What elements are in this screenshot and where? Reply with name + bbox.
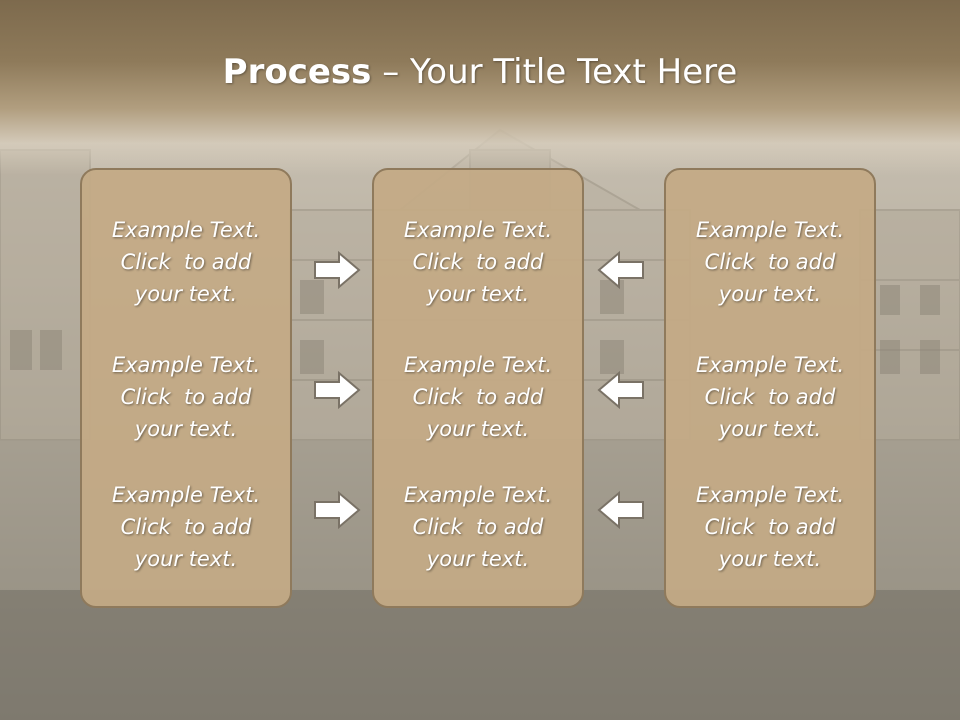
text-block[interactable]: Example Text. Click to add your text.	[374, 479, 582, 575]
text-line: your text.	[718, 417, 822, 441]
text-block[interactable]: Example Text. Click to add your text.	[666, 349, 874, 445]
text-line: Click to add	[704, 385, 836, 409]
text-line: Click to add	[120, 515, 252, 539]
arrow-left-icon	[597, 490, 644, 530]
text-line: Click to add	[120, 385, 252, 409]
text-block[interactable]: Example Text. Click to add your text.	[82, 349, 290, 445]
panel-left: Example Text. Click to add your text. Ex…	[80, 168, 292, 608]
title-text: Your Title Text Here	[410, 52, 738, 92]
text-line: your text.	[718, 282, 822, 306]
text-block[interactable]: Example Text. Click to add your text.	[666, 479, 874, 575]
text-block[interactable]: Example Text. Click to add your text.	[82, 479, 290, 575]
text-line: your text.	[134, 547, 238, 571]
text-line: Example Text.	[695, 218, 845, 242]
text-line: Click to add	[704, 250, 836, 274]
text-line: Example Text.	[695, 483, 845, 507]
text-line: Example Text.	[111, 218, 261, 242]
text-block[interactable]: Example Text. Click to add your text.	[374, 214, 582, 310]
text-line: your text.	[134, 417, 238, 441]
text-line: your text.	[426, 282, 530, 306]
text-line: Example Text.	[111, 353, 261, 377]
text-line: your text.	[134, 282, 238, 306]
arrow-left-icon	[597, 370, 644, 410]
panel-center: Example Text. Click to add your text. Ex…	[372, 168, 584, 608]
text-line: Click to add	[412, 250, 544, 274]
arrow-right-icon	[314, 490, 361, 530]
text-line: Example Text.	[403, 353, 553, 377]
text-line: Example Text.	[403, 218, 553, 242]
slide-title[interactable]: Process – Your Title Text Here	[0, 52, 960, 92]
title-bold: Process	[222, 52, 372, 92]
arrow-right-icon	[314, 370, 361, 410]
panel-right: Example Text. Click to add your text. Ex…	[664, 168, 876, 608]
arrow-right-icon	[314, 250, 361, 290]
text-line: Click to add	[412, 515, 544, 539]
text-line: your text.	[426, 547, 530, 571]
text-line: Click to add	[120, 250, 252, 274]
text-line: your text.	[426, 417, 530, 441]
text-block[interactable]: Example Text. Click to add your text.	[374, 349, 582, 445]
text-line: Click to add	[412, 385, 544, 409]
text-line: Click to add	[704, 515, 836, 539]
text-block[interactable]: Example Text. Click to add your text.	[82, 214, 290, 310]
title-band	[0, 0, 960, 175]
text-line: Example Text.	[403, 483, 553, 507]
text-block[interactable]: Example Text. Click to add your text.	[666, 214, 874, 310]
arrow-left-icon	[597, 250, 644, 290]
title-separator: –	[371, 52, 411, 92]
text-line: Example Text.	[111, 483, 261, 507]
text-line: your text.	[718, 547, 822, 571]
text-line: Example Text.	[695, 353, 845, 377]
